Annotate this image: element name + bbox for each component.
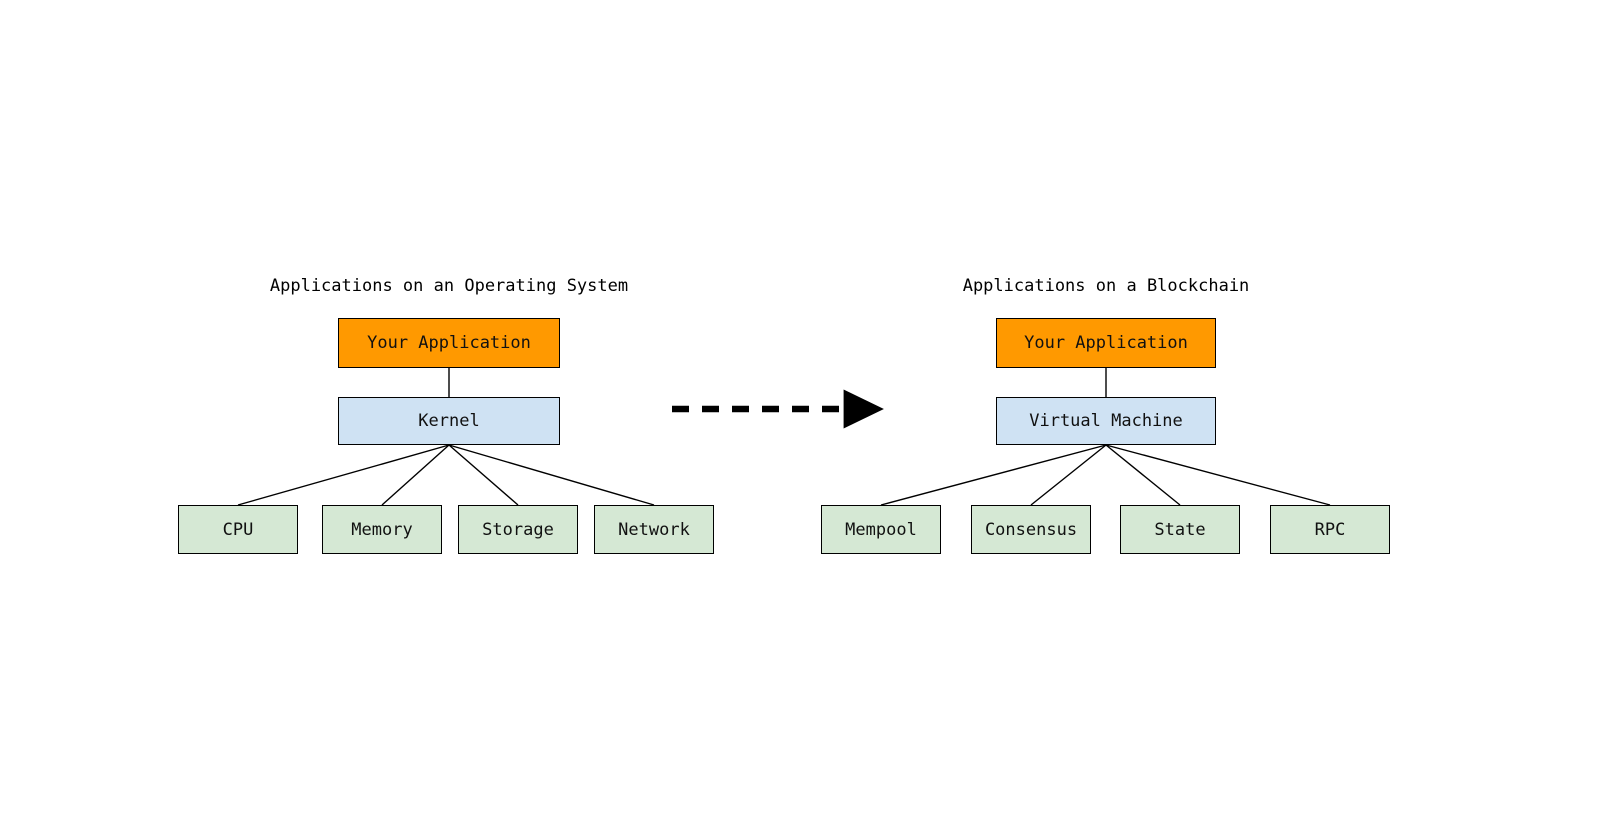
edge-chain-vm-to-mempool — [880, 444, 1107, 506]
edge-os-kernel-to-network — [448, 444, 655, 506]
os-your-application-node[interactable]: Your Application — [338, 318, 560, 368]
blockchain-virtual-machine-node[interactable]: Virtual Machine — [996, 397, 1216, 445]
os-resource-cpu[interactable]: CPU — [178, 505, 298, 554]
edge-os-kernel-to-memory — [381, 444, 450, 506]
edge-chain-vm-to-state — [1105, 444, 1181, 506]
edge-os-kernel-to-cpu — [237, 444, 450, 506]
os-kernel-node[interactable]: Kernel — [338, 397, 560, 445]
blockchain-resource-mempool[interactable]: Mempool — [821, 505, 941, 554]
os-group-title: Applications on an Operating System — [269, 276, 629, 296]
edge-os-kernel-to-storage — [448, 444, 519, 506]
edge-chain-vm-to-rpc — [1105, 444, 1331, 506]
blockchain-resource-consensus[interactable]: Consensus — [971, 505, 1091, 554]
os-resource-network[interactable]: Network — [594, 505, 714, 554]
blockchain-your-application-node[interactable]: Your Application — [996, 318, 1216, 368]
os-resource-memory[interactable]: Memory — [322, 505, 442, 554]
blockchain-resource-rpc[interactable]: RPC — [1270, 505, 1390, 554]
edge-chain-vm-to-consensus — [1030, 444, 1107, 506]
blockchain-group-title: Applications on a Blockchain — [962, 276, 1250, 296]
os-resource-storage[interactable]: Storage — [458, 505, 578, 554]
blockchain-resource-state[interactable]: State — [1120, 505, 1240, 554]
